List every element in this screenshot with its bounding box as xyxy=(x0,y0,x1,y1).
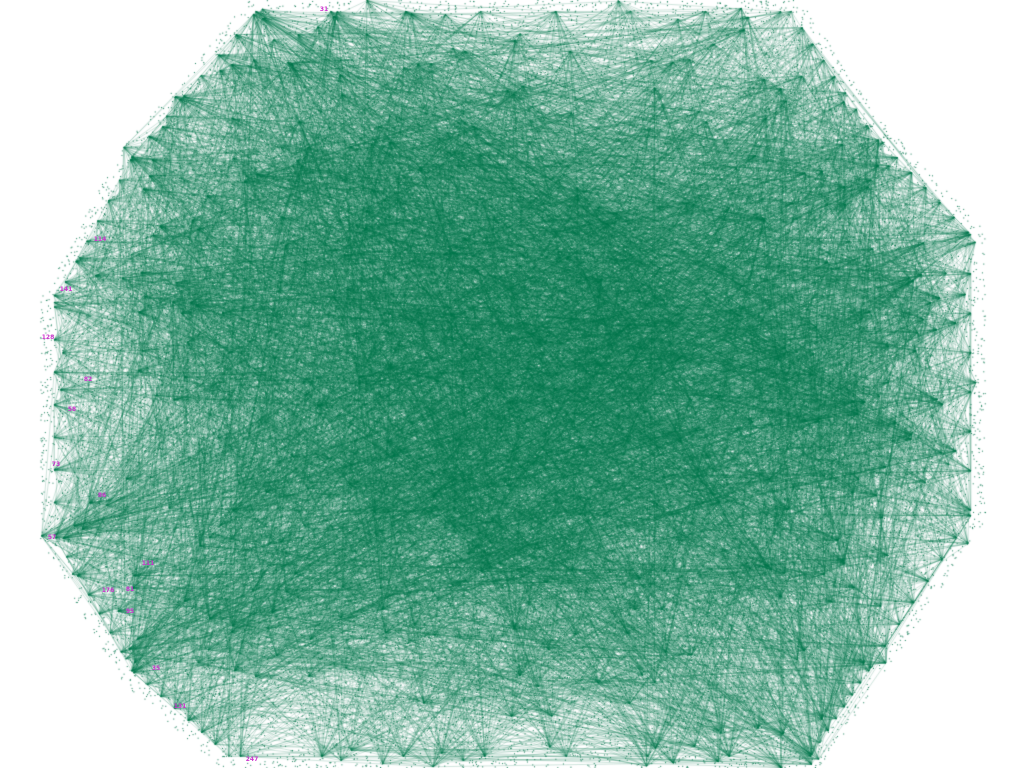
graph-edges xyxy=(0,0,1024,768)
